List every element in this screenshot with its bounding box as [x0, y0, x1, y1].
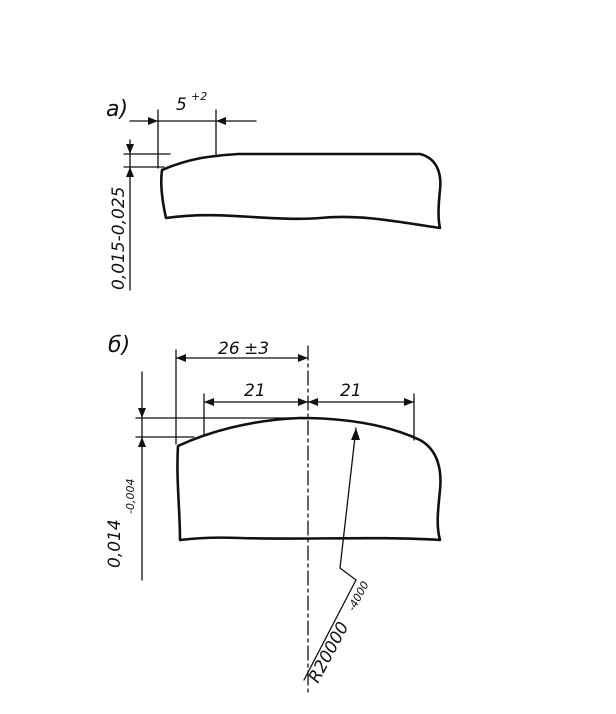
- figure-b-radius-value: R20000: [305, 619, 354, 687]
- figure-a-depth-value: 0,015-0,025: [109, 187, 129, 290]
- figure-a: a) 5 +2 0,015-0,025: [106, 90, 442, 291]
- figure-b-radius-tolerance: -4000: [345, 579, 371, 613]
- figure-b-left-half-value: 21: [244, 381, 266, 401]
- figure-b-height-tolerance: -0,004: [124, 479, 137, 514]
- figure-b-section: [176, 416, 442, 542]
- figure-b-span-dimension: 26 ±3: [175, 339, 309, 445]
- figure-b-right-half-value: 21: [340, 381, 362, 401]
- figure-a-section: [159, 152, 442, 230]
- figure-b-radius-leader: R20000 -4000: [303, 427, 372, 687]
- figure-a-width-tolerance: +2: [191, 90, 207, 103]
- figure-a-depth-dimension: 0,015-0,025: [109, 139, 171, 291]
- figure-a-width-dimension: 5 +2: [129, 90, 257, 169]
- figure-a-label: a): [106, 97, 128, 122]
- figure-b-height-dimension: 0,014 -0,004: [105, 371, 307, 581]
- figure-b-span-value: 26: [218, 339, 240, 359]
- figure-b-left-half-dimension: 21: [203, 381, 309, 435]
- figure-b: б) 26 ±3 21 21: [105, 333, 442, 693]
- figure-b-right-half-dimension: 21: [307, 381, 415, 441]
- figure-a-width-value: 5: [176, 95, 187, 115]
- figure-b-span-tolerance: ±3: [244, 339, 269, 359]
- figure-b-height-value: 0,014: [105, 519, 125, 568]
- figure-b-label: б): [108, 333, 130, 358]
